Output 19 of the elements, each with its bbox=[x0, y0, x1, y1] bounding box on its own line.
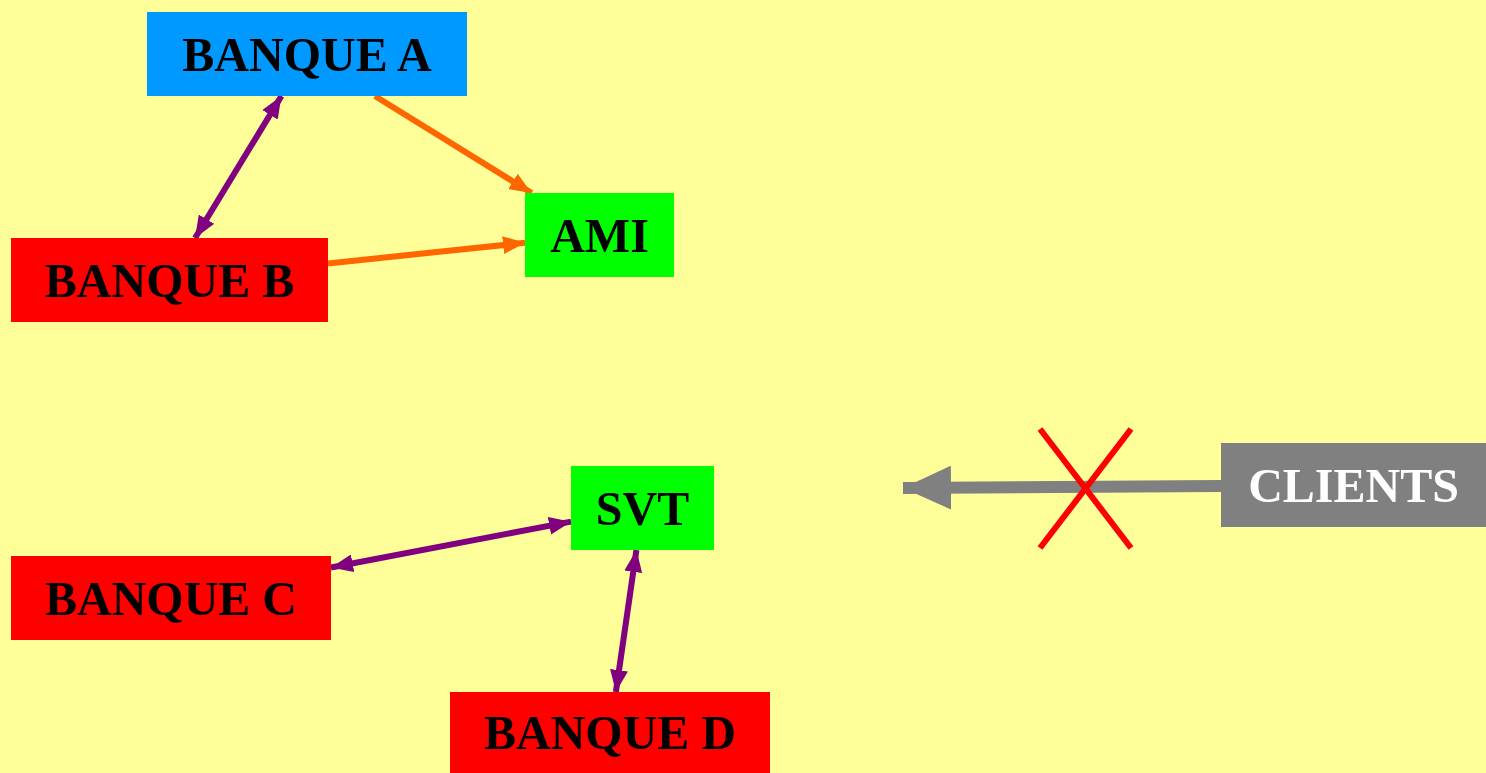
label-box bbox=[450, 692, 770, 773]
box-label: SVT bbox=[595, 480, 690, 536]
box-label: BANQUE D bbox=[484, 705, 736, 760]
arrow bbox=[192, 94, 284, 240]
box-label: BANQUE C bbox=[45, 570, 297, 626]
arrow bbox=[327, 236, 526, 267]
box-label: BANQUE A bbox=[182, 26, 432, 82]
label-box bbox=[571, 466, 714, 550]
label-box bbox=[11, 238, 328, 322]
box-label: BANQUE B bbox=[44, 252, 295, 308]
arrow bbox=[902, 465, 1222, 510]
label-box bbox=[11, 556, 331, 640]
arrow bbox=[610, 549, 643, 693]
arrow bbox=[330, 516, 572, 573]
label-box bbox=[525, 193, 674, 277]
label-box bbox=[147, 12, 467, 96]
label-box bbox=[1221, 443, 1486, 527]
box-label: CLIENTS bbox=[1248, 457, 1459, 513]
box-label: AMI bbox=[550, 207, 649, 263]
